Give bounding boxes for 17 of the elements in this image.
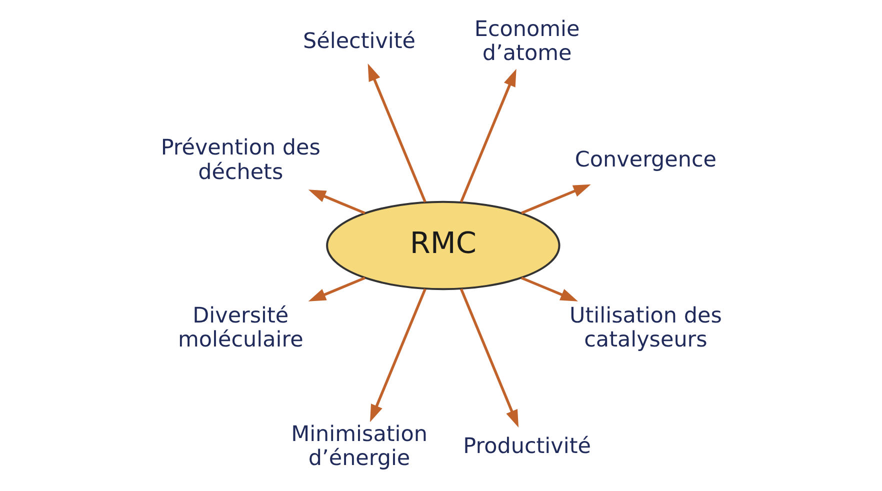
node-text: Minimisation d’énergie	[290, 422, 427, 472]
arrow	[308, 276, 365, 302]
node-text: Prévention des déchets	[160, 136, 320, 185]
node-text: Productivité	[462, 434, 590, 460]
arrow	[459, 68, 516, 203]
node-text: Economie d’atome	[474, 16, 580, 66]
node-text: Utilisation des catalyseurs	[569, 303, 722, 353]
node-ellipse: RMC	[326, 200, 560, 290]
arrow	[308, 190, 365, 214]
arrow	[459, 288, 518, 428]
arrow	[520, 184, 590, 214]
node-text: Sélectivité	[302, 29, 416, 54]
arrow	[370, 288, 426, 422]
node-text: Diversité moléculaire	[177, 303, 303, 353]
node-text: Convergence	[574, 148, 716, 173]
arrow	[520, 276, 578, 302]
arrow	[367, 64, 426, 203]
